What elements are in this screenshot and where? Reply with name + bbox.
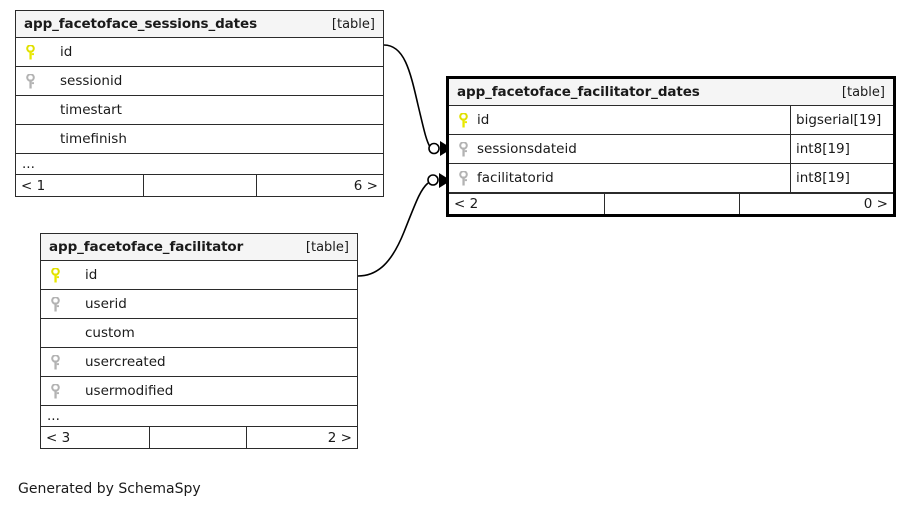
column-name: id bbox=[60, 44, 73, 60]
table-kind-label: [table] bbox=[841, 84, 885, 100]
edge-sessions-dates-to-facilitator-dates bbox=[383, 44, 452, 156]
table-title: app_facetoface_sessions_dates bbox=[24, 16, 258, 32]
foreign-key-icon bbox=[47, 296, 63, 312]
table-app_facetoface_facilitator_dates[interactable]: app_facetoface_facilitator_dates [table]… bbox=[446, 76, 896, 217]
column-name: sessionsdateid bbox=[477, 141, 577, 157]
more-columns-indicator: ... bbox=[16, 154, 383, 175]
incoming-relations-count: < 2 bbox=[454, 196, 479, 212]
table-row[interactable]: timefinish bbox=[16, 125, 383, 154]
footer-middle bbox=[149, 427, 246, 448]
table-footer: < 1 6 > bbox=[16, 175, 383, 196]
column-type: int8[19] bbox=[790, 135, 893, 163]
primary-key-icon bbox=[47, 267, 63, 283]
foreign-key-icon bbox=[47, 354, 63, 370]
primary-key-icon bbox=[22, 44, 38, 60]
foreign-key-icon bbox=[22, 73, 38, 89]
outgoing-relations-count: 6 > bbox=[256, 175, 383, 196]
table-row[interactable]: timestart bbox=[16, 96, 383, 125]
column-name: timestart bbox=[60, 102, 122, 118]
table-kind-label: [table] bbox=[331, 16, 375, 32]
table-title: app_facetoface_facilitator_dates bbox=[457, 84, 700, 100]
table-kind-label: [table] bbox=[305, 239, 349, 255]
column-name: userid bbox=[85, 296, 127, 312]
table-footer: < 2 0 > bbox=[449, 193, 893, 214]
table-footer: < 3 2 > bbox=[41, 427, 357, 448]
table-app_facetoface_facilitator[interactable]: app_facetoface_facilitator [table] id us… bbox=[40, 233, 358, 449]
foreign-key-icon bbox=[455, 141, 471, 157]
more-columns-indicator: ... bbox=[41, 406, 357, 427]
generated-by-note: Generated by SchemaSpy bbox=[18, 481, 201, 497]
table-row[interactable]: sessionsdateid int8[19] bbox=[449, 135, 893, 164]
column-name: id bbox=[477, 112, 490, 128]
outgoing-relations-count: 0 > bbox=[739, 194, 893, 214]
column-name: sessionid bbox=[60, 73, 123, 89]
column-name: usermodified bbox=[85, 383, 174, 399]
table-row[interactable]: facilitatorid int8[19] bbox=[449, 164, 893, 193]
column-type: bigserial[19] bbox=[790, 106, 893, 134]
table-row[interactable]: id bbox=[16, 38, 383, 67]
table-row[interactable]: userid bbox=[41, 290, 357, 319]
column-name: timefinish bbox=[60, 131, 127, 147]
footer-middle bbox=[143, 175, 256, 196]
foreign-key-icon bbox=[455, 170, 471, 186]
column-name: facilitatorid bbox=[477, 170, 554, 186]
table-row[interactable]: sessionid bbox=[16, 67, 383, 96]
table-header: app_facetoface_facilitator [table] bbox=[41, 234, 357, 261]
foreign-key-icon bbox=[47, 383, 63, 399]
table-header: app_facetoface_sessions_dates [table] bbox=[16, 11, 383, 38]
incoming-relations-count: < 3 bbox=[46, 429, 71, 446]
column-name: id bbox=[85, 267, 98, 283]
table-row[interactable]: id bbox=[41, 261, 357, 290]
table-app_facetoface_sessions_dates[interactable]: app_facetoface_sessions_dates [table] id… bbox=[15, 10, 384, 197]
column-name: custom bbox=[85, 325, 135, 341]
primary-key-icon bbox=[455, 112, 471, 128]
footer-middle bbox=[604, 194, 739, 214]
table-row[interactable]: usercreated bbox=[41, 348, 357, 377]
column-type: int8[19] bbox=[790, 164, 893, 192]
table-header: app_facetoface_facilitator_dates [table] bbox=[449, 79, 893, 106]
table-row[interactable]: id bigserial[19] bbox=[449, 106, 893, 135]
table-row[interactable]: usermodified bbox=[41, 377, 357, 406]
column-name: usercreated bbox=[85, 354, 166, 370]
incoming-relations-count: < 1 bbox=[21, 177, 46, 194]
table-title: app_facetoface_facilitator bbox=[49, 239, 244, 255]
table-row[interactable]: custom bbox=[41, 319, 357, 348]
outgoing-relations-count: 2 > bbox=[246, 427, 357, 448]
